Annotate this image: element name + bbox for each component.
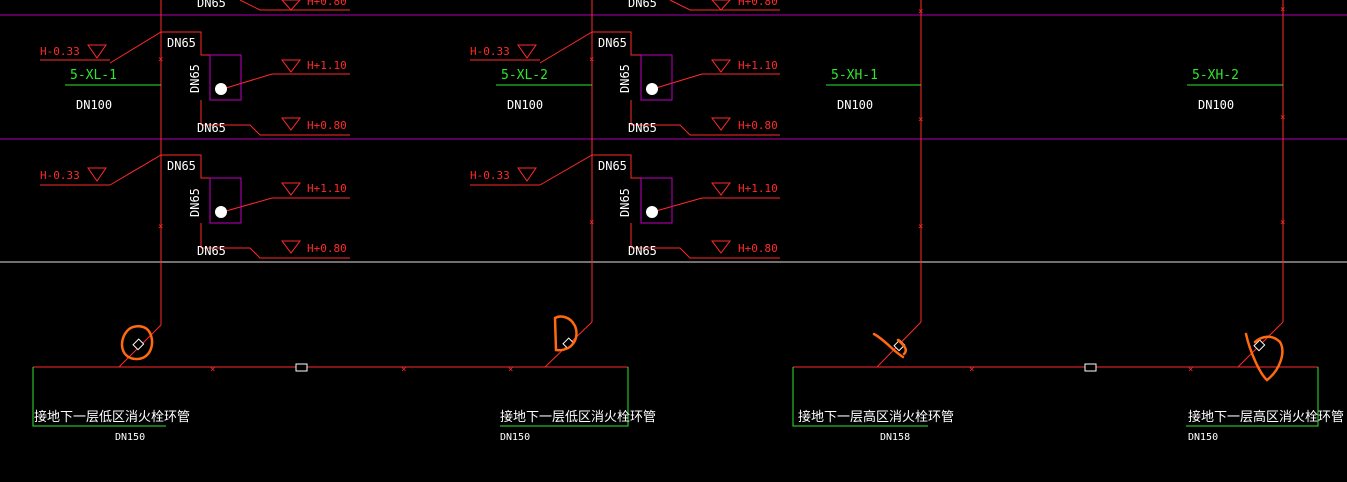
connection-note: 接地下一层高区消火栓环管	[798, 409, 954, 425]
connection-note: 接地下一层低区消火栓环管	[34, 409, 190, 425]
svg-text:×: ×	[508, 365, 513, 375]
fire-hydrant-icon	[646, 83, 658, 95]
riser-size-label: DN100	[837, 98, 873, 112]
pipe-size-label: DN65	[197, 244, 226, 258]
svg-text:×: ×	[1280, 113, 1285, 123]
pipe-size-label-vertical: DN65	[618, 188, 632, 217]
elevation-label: H+1.10	[738, 59, 778, 72]
elevation-label: H+0.80	[307, 242, 347, 255]
riser-size-label: DN100	[1198, 98, 1234, 112]
elevation-label: H+0.80	[307, 119, 347, 132]
xl2-labels: DN65 DN65 DN65 DN65 DN65 DN65 DN65 H-0.3…	[470, 0, 778, 258]
svg-text:×: ×	[589, 55, 594, 65]
riser-tag: 5-XH-1	[831, 68, 878, 83]
riser-size-label: DN100	[76, 98, 112, 112]
pipe-size-label-vertical: DN65	[188, 188, 202, 217]
riser-group-xl1	[40, 0, 350, 368]
hand-drawn-revision-mark	[120, 315, 1284, 382]
riser-tag: 5-XL-1	[70, 68, 117, 83]
riser-tag: 5-XL-2	[501, 68, 548, 83]
elevation-label: H+0.80	[738, 0, 778, 8]
elevation-label: H+0.80	[738, 119, 778, 132]
elevation-markers	[517, 0, 731, 254]
svg-text:×: ×	[401, 365, 406, 375]
elevation-label: H+1.10	[738, 182, 778, 195]
riser-group-xh	[876, 0, 1284, 368]
elevation-label: H-0.33	[470, 169, 510, 182]
fire-hydrant-icon	[215, 83, 227, 95]
pipe-size-label: DN65	[197, 0, 226, 10]
ring-size-label: DN150	[1188, 432, 1218, 443]
riser-group-xl2	[470, 0, 780, 368]
connection-note: 接地下一层高区消火栓环管	[1188, 409, 1344, 425]
pipe-size-label: DN65	[197, 121, 226, 135]
elevation-label: H+1.10	[307, 59, 347, 72]
svg-text:×: ×	[1280, 218, 1285, 228]
elevation-label: H+1.10	[307, 182, 347, 195]
gate-valve-icon	[1253, 339, 1266, 352]
pipe-size-label: DN65	[628, 0, 657, 10]
elevation-markers	[87, 0, 301, 254]
fire-hydrant-icon	[215, 206, 227, 218]
fire-hydrant-icon	[646, 206, 658, 218]
elevation-label: H-0.33	[470, 45, 510, 58]
pipe-size-label: DN65	[167, 36, 196, 50]
pipe-size-label-vertical: DN65	[188, 64, 202, 93]
svg-text:×: ×	[918, 222, 923, 232]
ring-main-high: 接地下一层高区消火栓环管 DN158 接地下一层高区消火栓环管 DN150	[792, 363, 1344, 443]
svg-text:×: ×	[969, 365, 974, 375]
hydrant-cabinet	[640, 54, 673, 224]
gate-valve-icon	[132, 338, 145, 351]
pipe-size-label: DN65	[598, 36, 627, 50]
svg-text:×: ×	[589, 218, 594, 228]
elevation-label: H+0.80	[307, 0, 347, 8]
pipe-size-label: DN65	[628, 121, 657, 135]
ring-size-label: DN150	[115, 432, 145, 443]
ring-size-label: DN158	[880, 432, 910, 443]
elevation-label: H-0.33	[40, 45, 80, 58]
riser-size-label: DN100	[507, 98, 543, 112]
svg-text:×: ×	[158, 222, 163, 232]
pipe-size-label-vertical: DN65	[618, 64, 632, 93]
svg-text:×: ×	[1188, 365, 1193, 375]
elevation-label: H-0.33	[40, 169, 80, 182]
svg-text:×: ×	[158, 55, 163, 65]
xl1-labels: DN65 DN65 DN65 DN65 DN65 DN65 DN65 H-0.3…	[40, 0, 347, 258]
riser-valves	[132, 337, 1266, 352]
ring-main-low: 接地下一层低区消火栓环管 DN150 接地下一层低区消火栓环管 DN150	[32, 363, 656, 443]
gate-valve-icon	[1084, 363, 1097, 372]
pipe-size-label: DN65	[628, 244, 657, 258]
elevation-label: H+0.80	[738, 242, 778, 255]
xh-labels: 5-XH-1 DN100 5-XH-2 DN100	[826, 68, 1283, 112]
pipe-size-label: DN65	[167, 159, 196, 173]
ring-size-label: DN150	[500, 432, 530, 443]
connection-note: 接地下一层低区消火栓环管	[500, 409, 656, 425]
svg-text:×: ×	[918, 7, 923, 17]
svg-text:×: ×	[918, 115, 923, 125]
svg-text:×: ×	[1280, 5, 1285, 15]
hydrant-cabinet	[209, 54, 242, 224]
pipe-break-marks: × × × × × × × × × × × × × × ×	[158, 5, 1285, 375]
riser-tag: 5-XH-2	[1192, 68, 1239, 83]
svg-text:×: ×	[210, 365, 215, 375]
gate-valve-icon	[295, 363, 308, 372]
pipe-size-label: DN65	[598, 159, 627, 173]
